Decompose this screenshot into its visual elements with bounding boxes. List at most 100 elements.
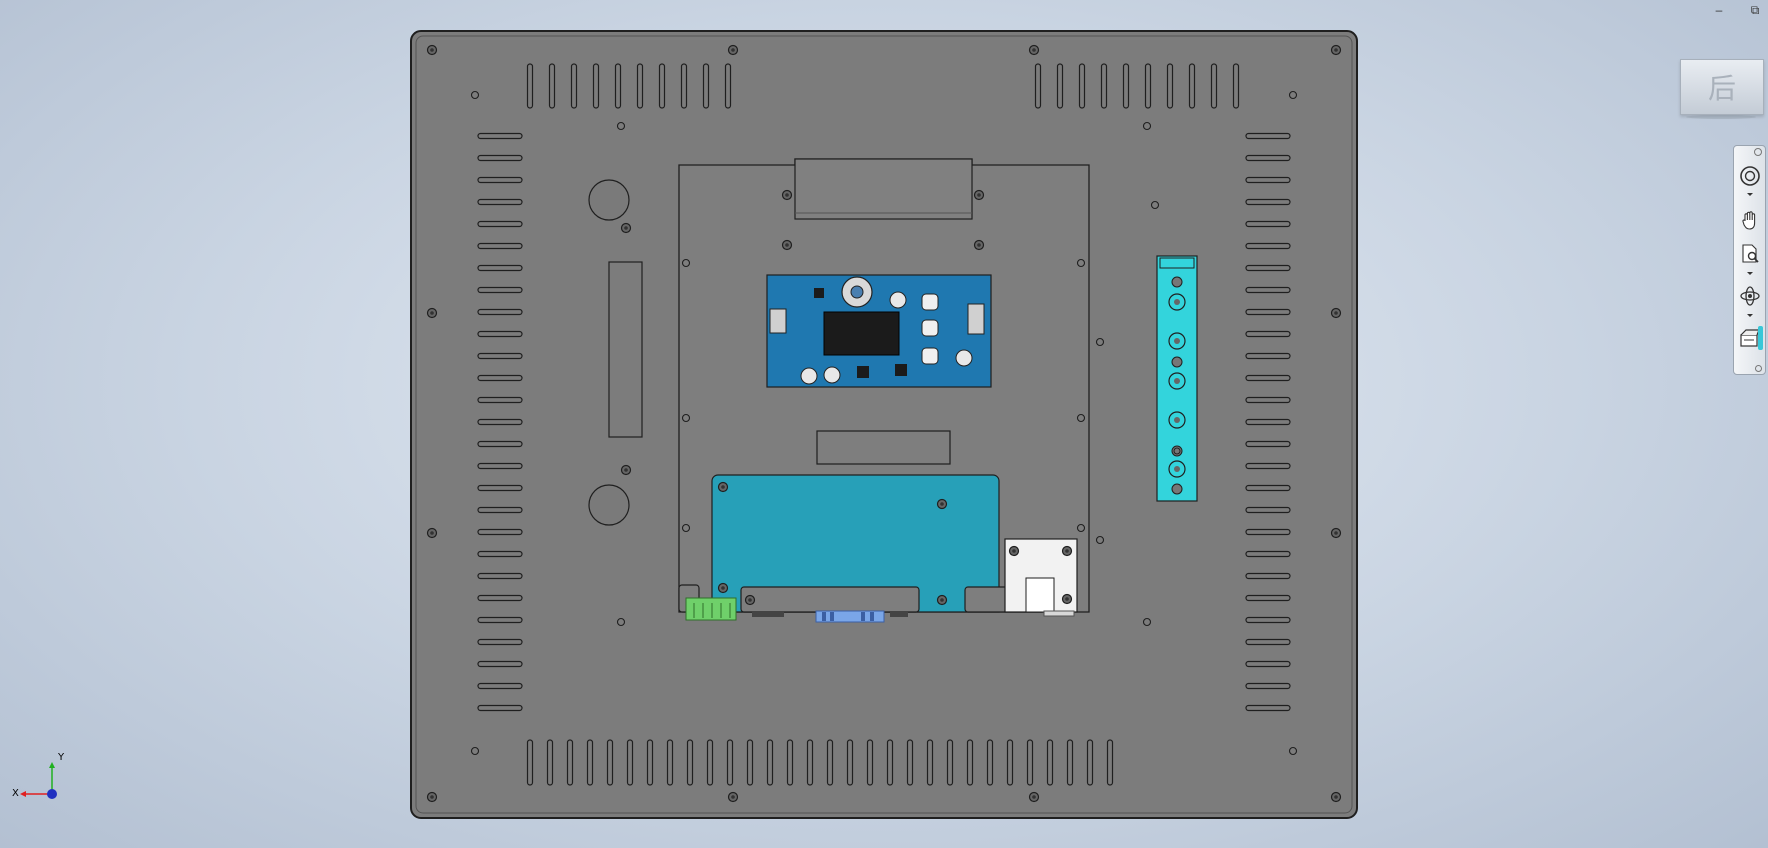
bottom-vent-slot — [546, 739, 554, 786]
top-vent-slot — [636, 63, 644, 109]
minimize-button[interactable]: – — [1715, 3, 1723, 17]
top-vent-slot — [592, 63, 600, 109]
vga-connector — [815, 610, 885, 623]
steering-wheel-icon[interactable] — [1738, 162, 1762, 190]
orbit-dropdown-icon[interactable] — [1747, 314, 1753, 317]
screw-center — [430, 311, 434, 315]
right-vent-slot — [1245, 242, 1291, 250]
mount-hole — [1076, 413, 1086, 423]
left-vent-slot — [477, 682, 523, 690]
bottom-vent-slot — [1106, 739, 1114, 786]
screw-center — [940, 502, 944, 506]
mount-hole — [616, 617, 626, 627]
right-vent-slot — [1245, 286, 1291, 294]
mount-hole — [1288, 90, 1298, 100]
terminal-connector — [685, 597, 737, 621]
bottom-vent-slot — [906, 739, 914, 786]
right-vent-slot — [1245, 572, 1291, 580]
screw-center — [430, 531, 434, 535]
navigation-bar[interactable] — [1733, 145, 1766, 375]
mount-hole — [470, 746, 480, 756]
left-vent-slot — [477, 594, 523, 602]
nav-bar-close-icon[interactable] — [1754, 148, 1762, 156]
right-vent-slot — [1245, 176, 1291, 184]
screw-center — [785, 243, 789, 247]
left-vent-slot — [477, 220, 523, 228]
screw-center — [1012, 549, 1016, 553]
mount-hole — [1150, 200, 1160, 210]
strip-screw — [1171, 356, 1183, 368]
pcb-capacitor — [800, 367, 818, 385]
screw-center — [1032, 48, 1036, 52]
round-port-lower — [588, 484, 630, 526]
label-slot — [816, 430, 951, 465]
right-vent-slot — [1245, 308, 1291, 316]
bottom-vent-slot — [746, 739, 754, 786]
bottom-vent-slot — [846, 739, 854, 786]
aux-connector — [890, 611, 908, 617]
left-vent-slot — [477, 484, 523, 492]
bottom-vent-slot — [826, 739, 834, 786]
bottom-vent-slot — [586, 739, 594, 786]
screw-center — [1334, 531, 1338, 535]
screw-center — [1334, 795, 1338, 799]
zoom-dropdown-icon[interactable] — [1747, 272, 1753, 275]
axis-indicator: X Y — [10, 752, 70, 804]
pan-hand-icon[interactable] — [1738, 206, 1762, 234]
bottom-vent-slot — [966, 739, 974, 786]
screw-center — [977, 193, 981, 197]
right-vent-slot — [1245, 660, 1291, 668]
bottom-vent-slot — [626, 739, 634, 786]
top-vent-slot — [1056, 63, 1064, 109]
right-vent-slot — [1245, 550, 1291, 558]
view-cube[interactable]: 后 — [1680, 59, 1764, 119]
bottom-vent-slot — [666, 739, 674, 786]
restore-button[interactable]: ⧉ — [1750, 3, 1760, 17]
right-vent-slot — [1245, 440, 1291, 448]
view-cube-face-back[interactable]: 后 — [1680, 59, 1764, 115]
mount-hole — [1076, 258, 1086, 268]
left-vent-slot — [477, 396, 523, 404]
mount-strip-tab — [1159, 257, 1195, 269]
left-vent-slot — [477, 660, 523, 668]
nav-bar-options-icon[interactable] — [1755, 365, 1762, 372]
left-vent-slot — [477, 616, 523, 624]
bottom-vent-slot — [566, 739, 574, 786]
screw-center — [731, 795, 735, 799]
right-vent-slot — [1245, 220, 1291, 228]
top-vent-slot — [702, 63, 710, 109]
left-vent-slot — [477, 638, 523, 646]
bottom-vent-slot — [806, 739, 814, 786]
left-vent-slot — [477, 352, 523, 360]
screw-center — [1334, 48, 1338, 52]
pcb-capacitor — [955, 349, 973, 367]
right-vent-slot — [1245, 594, 1291, 602]
bottom-vent-slot — [1046, 739, 1054, 786]
left-vent-slot — [477, 506, 523, 514]
left-vent-slot — [477, 132, 523, 140]
pcb-chip — [823, 311, 900, 356]
orbit-icon[interactable] — [1738, 282, 1762, 310]
steering-wheel-dropdown-icon[interactable] — [1747, 193, 1753, 196]
strip-small-hole — [1173, 447, 1181, 455]
strip-hole — [1168, 332, 1186, 350]
left-rect-slot — [608, 261, 643, 438]
left-vent-slot — [477, 418, 523, 426]
power-plate-inner — [1025, 577, 1055, 613]
zoom-icon[interactable] — [1738, 240, 1762, 268]
top-vent-slot — [1078, 63, 1086, 109]
nav-bar-scroll-indicator[interactable] — [1758, 326, 1763, 350]
screw-center — [721, 586, 725, 590]
screw-center — [624, 226, 628, 230]
screw-center — [977, 243, 981, 247]
bottom-vent-slot — [726, 739, 734, 786]
strip-hole — [1168, 411, 1186, 429]
pcb-buzzer-center — [850, 285, 864, 299]
right-vent-slot — [1245, 264, 1291, 272]
usb-connector — [752, 611, 784, 617]
right-vent-slot — [1245, 506, 1291, 514]
top-vent-slot — [1122, 63, 1130, 109]
bottom-vent-slot — [926, 739, 934, 786]
